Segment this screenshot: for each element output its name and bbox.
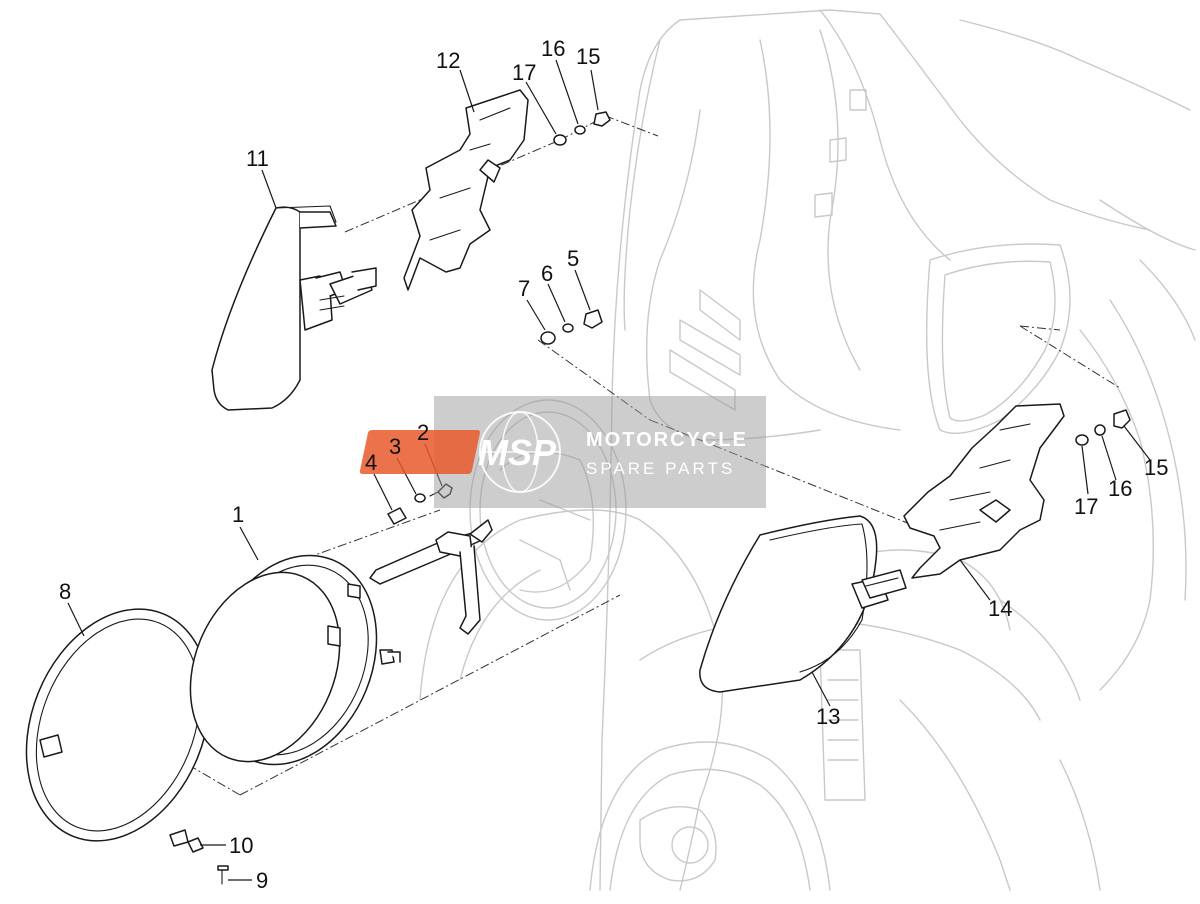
callout-6: 6 bbox=[541, 261, 553, 286]
callout-labels: 1 2 3 4 5 6 7 8 9 10 11 12 13 14 15 16 1… bbox=[59, 36, 1168, 893]
callout-9: 9 bbox=[256, 868, 268, 893]
part-right-indicator bbox=[699, 515, 907, 693]
callout-4: 4 bbox=[365, 450, 377, 475]
callout-13: 13 bbox=[816, 704, 840, 729]
callout-17-upper: 17 bbox=[512, 60, 536, 85]
watermark-line-1: MOTORCYCLE bbox=[586, 429, 748, 451]
callout-10: 10 bbox=[229, 833, 253, 858]
callout-12: 12 bbox=[436, 48, 460, 73]
callout-8: 8 bbox=[59, 579, 71, 604]
callout-17-right: 17 bbox=[1074, 494, 1098, 519]
callout-7: 7 bbox=[518, 276, 530, 301]
callout-1: 1 bbox=[232, 502, 244, 527]
part-left-indicator-bracket bbox=[403, 89, 529, 291]
part-left-indicator bbox=[211, 205, 377, 411]
callout-11: 11 bbox=[246, 146, 269, 171]
watermark: MSP MOTORCYCLE SPARE PARTS bbox=[359, 396, 766, 508]
part-right-fasteners bbox=[1075, 409, 1131, 446]
part-upper-left-fasteners bbox=[553, 111, 611, 146]
callout-14: 14 bbox=[988, 596, 1012, 621]
part-headlamp-rim bbox=[25, 608, 211, 847]
watermark-logo-badge bbox=[359, 430, 481, 474]
callout-16-upper: 16 bbox=[541, 36, 565, 61]
callout-3: 3 bbox=[389, 434, 401, 459]
callout-15-right: 15 bbox=[1144, 455, 1168, 480]
scooter-body-ghost bbox=[419, 9, 1196, 891]
callout-15-upper: 15 bbox=[576, 44, 600, 69]
callout-2: 2 bbox=[417, 420, 429, 445]
watermark-line-2: SPARE PARTS bbox=[586, 459, 735, 478]
callout-5: 5 bbox=[567, 246, 579, 271]
callout-16-right: 16 bbox=[1108, 476, 1132, 501]
part-headlamp bbox=[189, 554, 401, 766]
watermark-logo: MSP bbox=[478, 432, 557, 473]
part-rim-clip-and-screw bbox=[187, 837, 229, 885]
part-headlamp-bracket bbox=[369, 507, 493, 635]
part-middle-fasteners bbox=[540, 309, 603, 345]
part-right-indicator-bracket bbox=[903, 403, 1065, 579]
assembly-leader-lines bbox=[179, 115, 1121, 796]
